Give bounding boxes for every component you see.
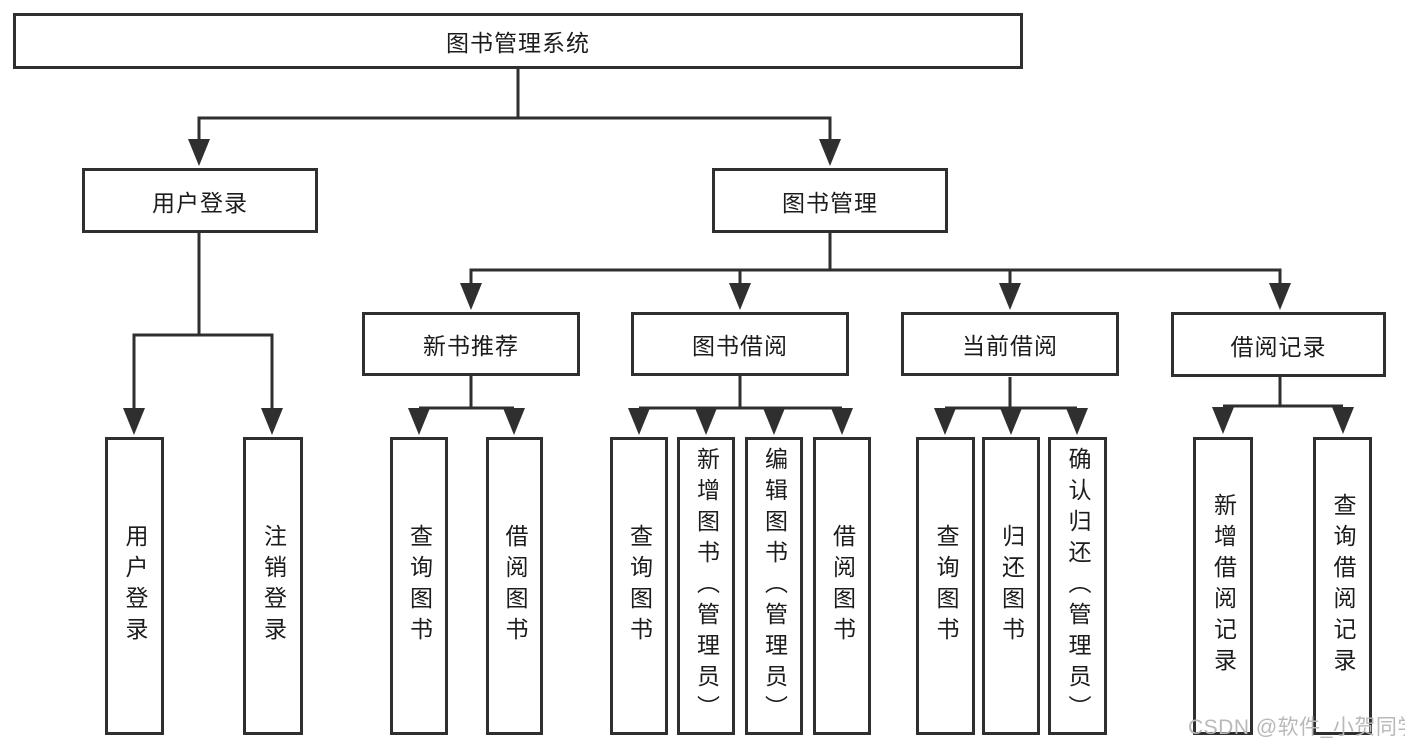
node-label: 借阅记录 [1230,333,1327,360]
node-label: 用户登录 [122,524,148,648]
node-label: 图书借阅 [692,333,788,359]
node-label: 查询图书 [626,524,653,648]
node-label: 归还图书 [998,524,1025,648]
node-label: 编辑图书（管理员） [761,446,788,726]
node-leaf-logout: 注销登录 [243,437,303,735]
node-label: 借阅图书 [829,524,856,648]
node-leaf-add-borrow-record: 新增借阅记录 [1193,437,1253,735]
csdn-watermark: CSDN @软件_小贺同学 [1188,716,1405,739]
node-label: 查询借阅记录 [1330,493,1356,679]
node-label: 借阅图书 [502,524,528,648]
node-label: 查询图书 [406,524,433,648]
node-leaf-query-books-recommend: 查询图书 [390,437,448,735]
node-current-borrowing: 当前借阅 [901,312,1119,376]
node-book-management-module: 图书管理 [712,168,948,233]
node-label: 图书管理系统 [446,30,590,56]
node-label: 注销登录 [260,524,287,648]
node-label: 新增图书（管理员） [693,446,720,726]
node-borrowing-records: 借阅记录 [1171,312,1386,377]
node-library-management-system: 图书管理系统 [13,13,1023,69]
node-label: 用户登录 [152,189,248,216]
node-label: 新增借阅记录 [1210,493,1237,679]
node-leaf-query-books-current: 查询图书 [916,437,975,735]
node-leaf-query-books-borrow: 查询图书 [610,437,668,735]
node-book-borrowing: 图书借阅 [631,312,849,376]
node-label: 查询图书 [933,524,959,648]
node-label: 新书推荐 [423,333,519,359]
node-label: 图书管理 [782,189,878,216]
node-leaf-query-borrow-record: 查询借阅记录 [1313,437,1372,735]
node-label: 确认归还（管理员） [1065,446,1091,726]
node-leaf-confirm-return-admin: 确认归还（管理员） [1048,437,1107,735]
node-leaf-borrow-books: 借阅图书 [813,437,871,735]
node-leaf-add-book-admin: 新增图书（管理员） [677,437,735,735]
node-new-book-recommendation: 新书推荐 [362,312,580,376]
node-leaf-borrow-books-recommend: 借阅图书 [486,437,543,735]
node-leaf-return-books: 归还图书 [982,437,1040,735]
node-leaf-user-login: 用户登录 [105,437,164,735]
node-user-login-module: 用户登录 [82,168,318,233]
node-label: 当前借阅 [962,333,1058,359]
node-leaf-edit-book-admin: 编辑图书（管理员） [745,437,803,735]
